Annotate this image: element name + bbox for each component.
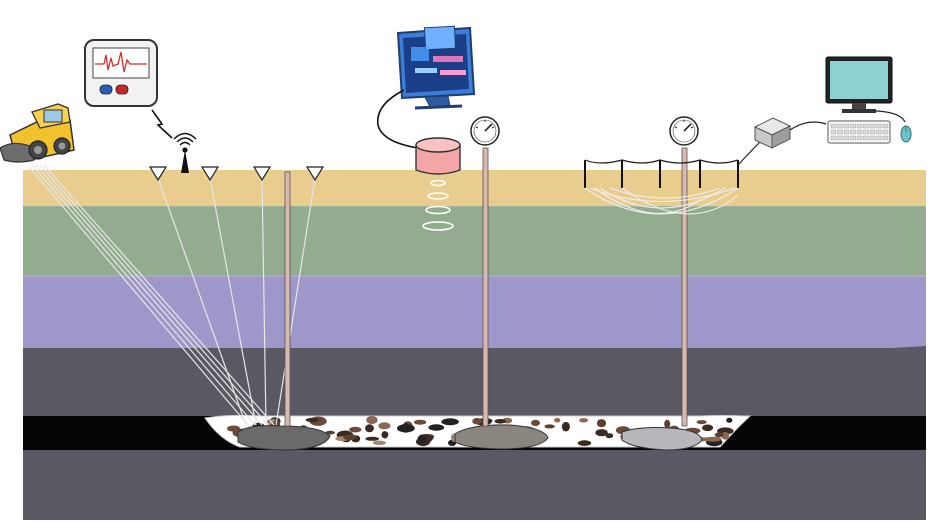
keyboard-key (850, 123, 856, 129)
scan-lines (29, 164, 316, 426)
rubble-stone (305, 417, 319, 423)
rubble-stone (365, 424, 374, 433)
desktop-computer-icon (825, 56, 906, 123)
keyboard-key (863, 123, 869, 129)
rubble-stone (577, 440, 592, 446)
rubble-stone (378, 422, 391, 430)
monitoring-point-icon (148, 166, 168, 182)
borehole-left (284, 171, 291, 427)
collapsed-block-right (621, 427, 703, 451)
keyboard-key (856, 135, 863, 141)
mouse-icon (900, 125, 912, 143)
signal-bolt-icon (151, 109, 173, 139)
rubble-stone (596, 419, 607, 428)
rubble-stone (696, 420, 707, 425)
rubble-stone (397, 424, 415, 433)
keyboard-key (863, 129, 869, 135)
rubble-stone (343, 434, 357, 441)
keyboard-key (856, 123, 863, 129)
keyboard-key (876, 123, 882, 129)
subsided-dark-upper (220, 346, 926, 361)
monitoring-point-icon (252, 166, 272, 182)
topsoil-layer (23, 170, 926, 206)
computer-monitor-icon (376, 25, 476, 149)
rubble-stone (531, 419, 540, 427)
rubble-stone (472, 417, 482, 425)
rubble-stone (605, 433, 614, 439)
rubble-stone (664, 419, 671, 429)
rubble-stone (417, 434, 426, 444)
keyboard-key (830, 129, 837, 135)
keyboard-key (856, 129, 863, 135)
keyboard-icon (827, 120, 891, 144)
rubble-stone (414, 419, 427, 425)
rubble-stone (554, 417, 561, 423)
rubble-stone (494, 419, 507, 424)
rubble-stone (579, 418, 589, 423)
rubble-stone (372, 440, 386, 445)
data-logger-icon (753, 117, 827, 149)
boreholes (284, 147, 688, 427)
keyboard-key (850, 135, 856, 141)
keyboard-key (882, 123, 889, 129)
keyboard-key (863, 135, 869, 141)
keyboard-key (843, 135, 850, 141)
keyboard-key (830, 135, 837, 141)
keyboard-key (843, 123, 850, 129)
rubble-stone (702, 424, 714, 432)
keyboard-keys (830, 123, 889, 141)
keyboard-key (876, 135, 882, 141)
acoustic-sensor-icon (415, 137, 461, 231)
mining-vehicle-icon (0, 103, 75, 163)
monitoring-point-icon (305, 166, 325, 182)
rubble-stone (714, 432, 724, 438)
keyboard-key (876, 129, 882, 135)
pressure-gauge-icon (470, 116, 500, 146)
rubble-stone (428, 424, 445, 431)
rubble-stone (704, 436, 722, 442)
monitoring-point-icon (200, 166, 220, 182)
keyboard-key (869, 135, 876, 141)
sonar-waves (422, 179, 454, 231)
keyboard-key (830, 123, 837, 129)
borehole-middle (482, 147, 489, 427)
geophone-array (584, 141, 761, 215)
keyboard-key (843, 129, 850, 135)
strata (23, 170, 926, 520)
green-rock-layer (23, 206, 926, 276)
keyboard-key (882, 135, 889, 141)
keyboard-key (869, 123, 876, 129)
rubble-stone (726, 417, 733, 423)
keyboard-key (837, 123, 843, 129)
seismograph-monitor-icon (84, 39, 158, 107)
dark-rock-layer-lower (23, 450, 926, 520)
rubble-stone (349, 426, 362, 433)
radio-antenna-icon (151, 109, 197, 173)
keyboard-key (850, 129, 856, 135)
collapsed-block-middle (454, 424, 549, 450)
rubble-stone (561, 421, 570, 432)
keyboard-key (837, 135, 843, 141)
rubble-stone (366, 416, 378, 424)
collapsed-blocks (237, 424, 703, 451)
pressure-gauge-icon (669, 116, 699, 146)
ground-monitoring-points (148, 166, 325, 182)
rubble-stone (595, 429, 608, 437)
keyboard-key (882, 129, 889, 135)
rubble-stone (273, 419, 281, 428)
rubble-stone (381, 431, 389, 439)
keyboard-key (869, 129, 876, 135)
collapsed-block-left (237, 425, 331, 451)
rubble-stone (544, 424, 555, 429)
rubble-stone (441, 418, 459, 426)
borehole-right (681, 147, 688, 427)
rubble-stone (365, 436, 380, 441)
keyboard-key (837, 129, 843, 135)
